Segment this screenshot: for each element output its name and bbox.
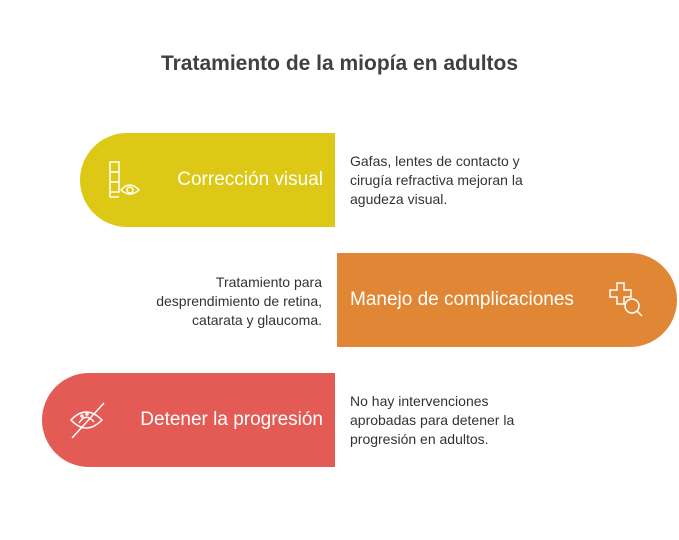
medical-search-icon [609,282,643,317]
eye-off-icon [69,402,105,439]
step-description: Tratamiento para desprendimiento de reti… [156,274,322,328]
step-correccion-visual: Corrección visual [80,133,335,227]
step-detener-progresion: Detener la progresión [42,373,335,467]
step-label: Detener la progresión [140,409,323,430]
eye-chart-icon [109,161,141,198]
step-label: Corrección visual [177,169,323,190]
step-description: Gafas, lentes de contacto y cirugía refr… [350,153,523,207]
page-title: Tratamiento de la miopía en adultos [160,52,519,75]
step-description: No hay intervenciones aprobadas para det… [350,393,515,447]
step-label: Manejo de complicaciones [350,289,574,310]
step-manejo-complicaciones: Manejo de complicaciones [337,253,677,347]
